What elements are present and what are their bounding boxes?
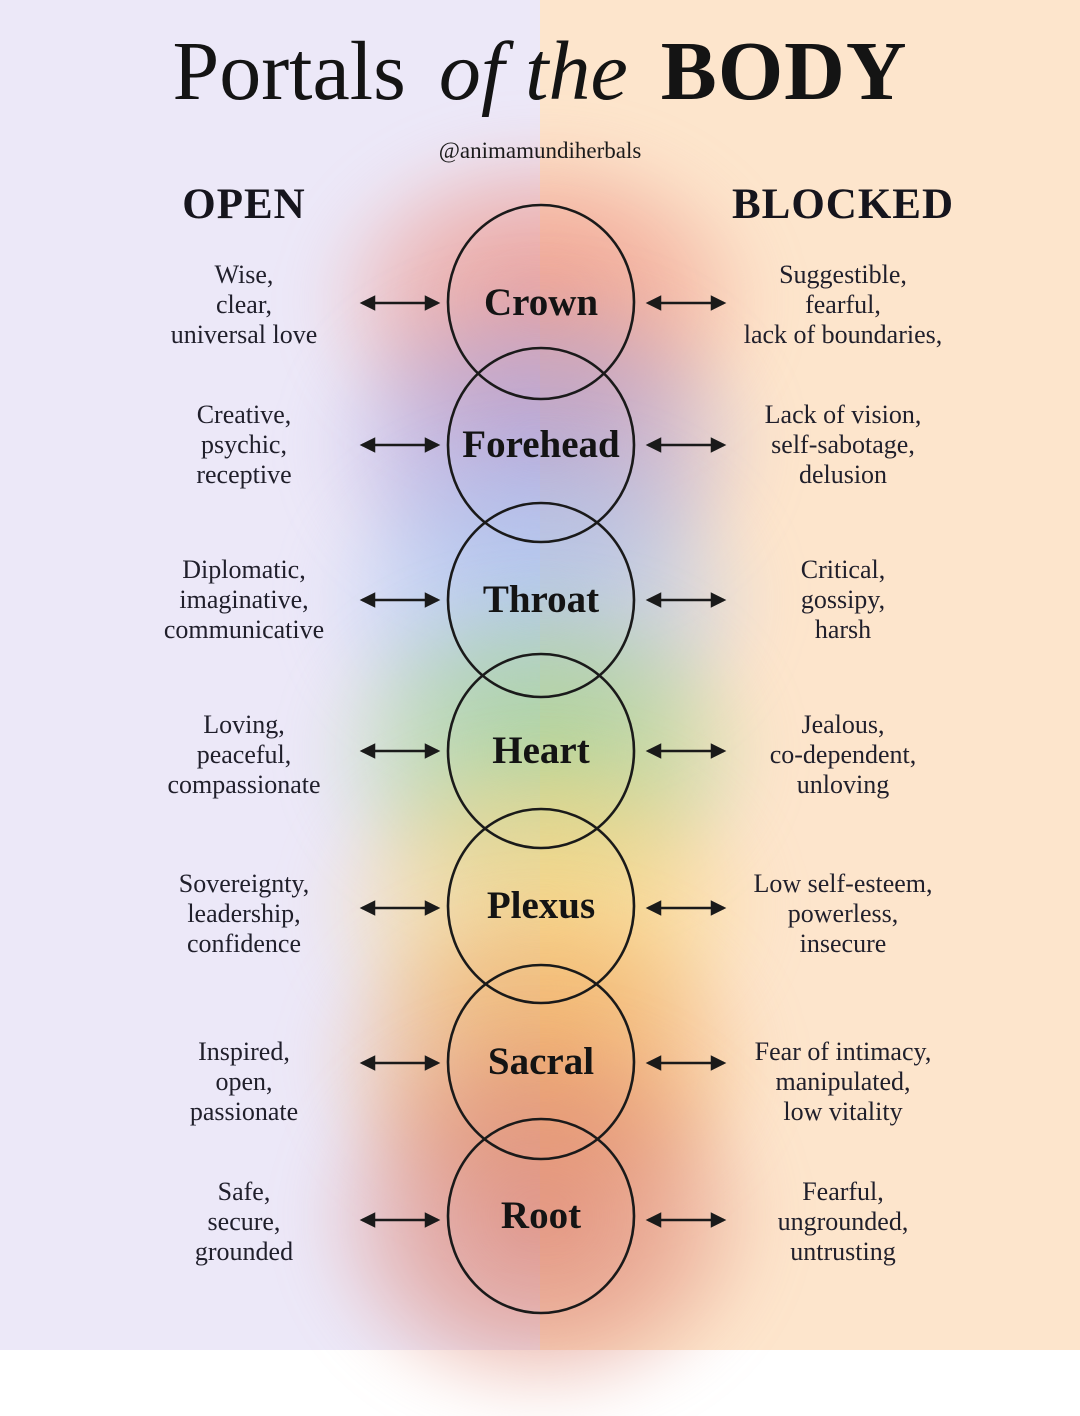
heart-label: Heart bbox=[492, 729, 590, 772]
forehead-label: Forehead bbox=[462, 423, 620, 466]
plexus-open-traits: Sovereignty, leadership, confidence bbox=[178, 869, 310, 958]
root-circle bbox=[446, 1117, 636, 1315]
heart-blocked-traits: Jealous, co-dependent, unloving bbox=[769, 710, 917, 799]
page-title: Portals of the BODY bbox=[0, 25, 1080, 118]
title-word-portals: Portals bbox=[172, 25, 406, 118]
title-word-body: BODY bbox=[660, 25, 908, 118]
plexus-label: Plexus bbox=[486, 884, 596, 927]
forehead-open-traits: Creative, psychic, receptive bbox=[196, 400, 292, 489]
sacral-circle bbox=[446, 963, 636, 1161]
open-column-header: OPEN bbox=[182, 181, 306, 228]
throat-circle bbox=[446, 501, 636, 699]
plexus-blocked-traits: Low self-esteem, powerless, insecure bbox=[753, 869, 933, 958]
crown-blocked-traits: Suggestible, fearful, lack of boundaries… bbox=[743, 260, 943, 349]
root-blocked-traits: Fearful, ungrounded, untrusting bbox=[777, 1177, 909, 1266]
heart-open-traits: Loving, peaceful, compassionate bbox=[167, 710, 321, 799]
title-words-of-the: of the bbox=[438, 25, 628, 118]
social-handle: @animamundiherbals bbox=[438, 138, 642, 163]
throat-blocked-traits: Critical, gossipy, harsh bbox=[800, 555, 886, 644]
forehead-blocked-traits: Lack of vision, self-sabotage, delusion bbox=[764, 400, 922, 489]
blocked-column-header: BLOCKED bbox=[731, 181, 955, 228]
sacral-blocked-traits: Fear of intimacy, manipulated, low vital… bbox=[754, 1037, 932, 1126]
throat-open-traits: Diplomatic, imaginative, communicative bbox=[163, 555, 325, 644]
heart-circle bbox=[446, 652, 636, 850]
root-label: Root bbox=[500, 1194, 582, 1237]
crown-circle bbox=[446, 203, 636, 401]
chakra-diagram bbox=[359, 203, 727, 1315]
sacral-open-traits: Inspired, open, passionate bbox=[189, 1037, 299, 1126]
crown-open-traits: Wise, clear, universal love bbox=[170, 260, 318, 349]
sacral-label: Sacral bbox=[487, 1040, 595, 1083]
root-open-traits: Safe, secure, grounded bbox=[194, 1177, 294, 1266]
throat-label: Throat bbox=[482, 578, 600, 621]
crown-label: Crown bbox=[483, 281, 599, 324]
forehead-circle bbox=[446, 346, 636, 544]
plexus-circle bbox=[446, 807, 636, 1005]
